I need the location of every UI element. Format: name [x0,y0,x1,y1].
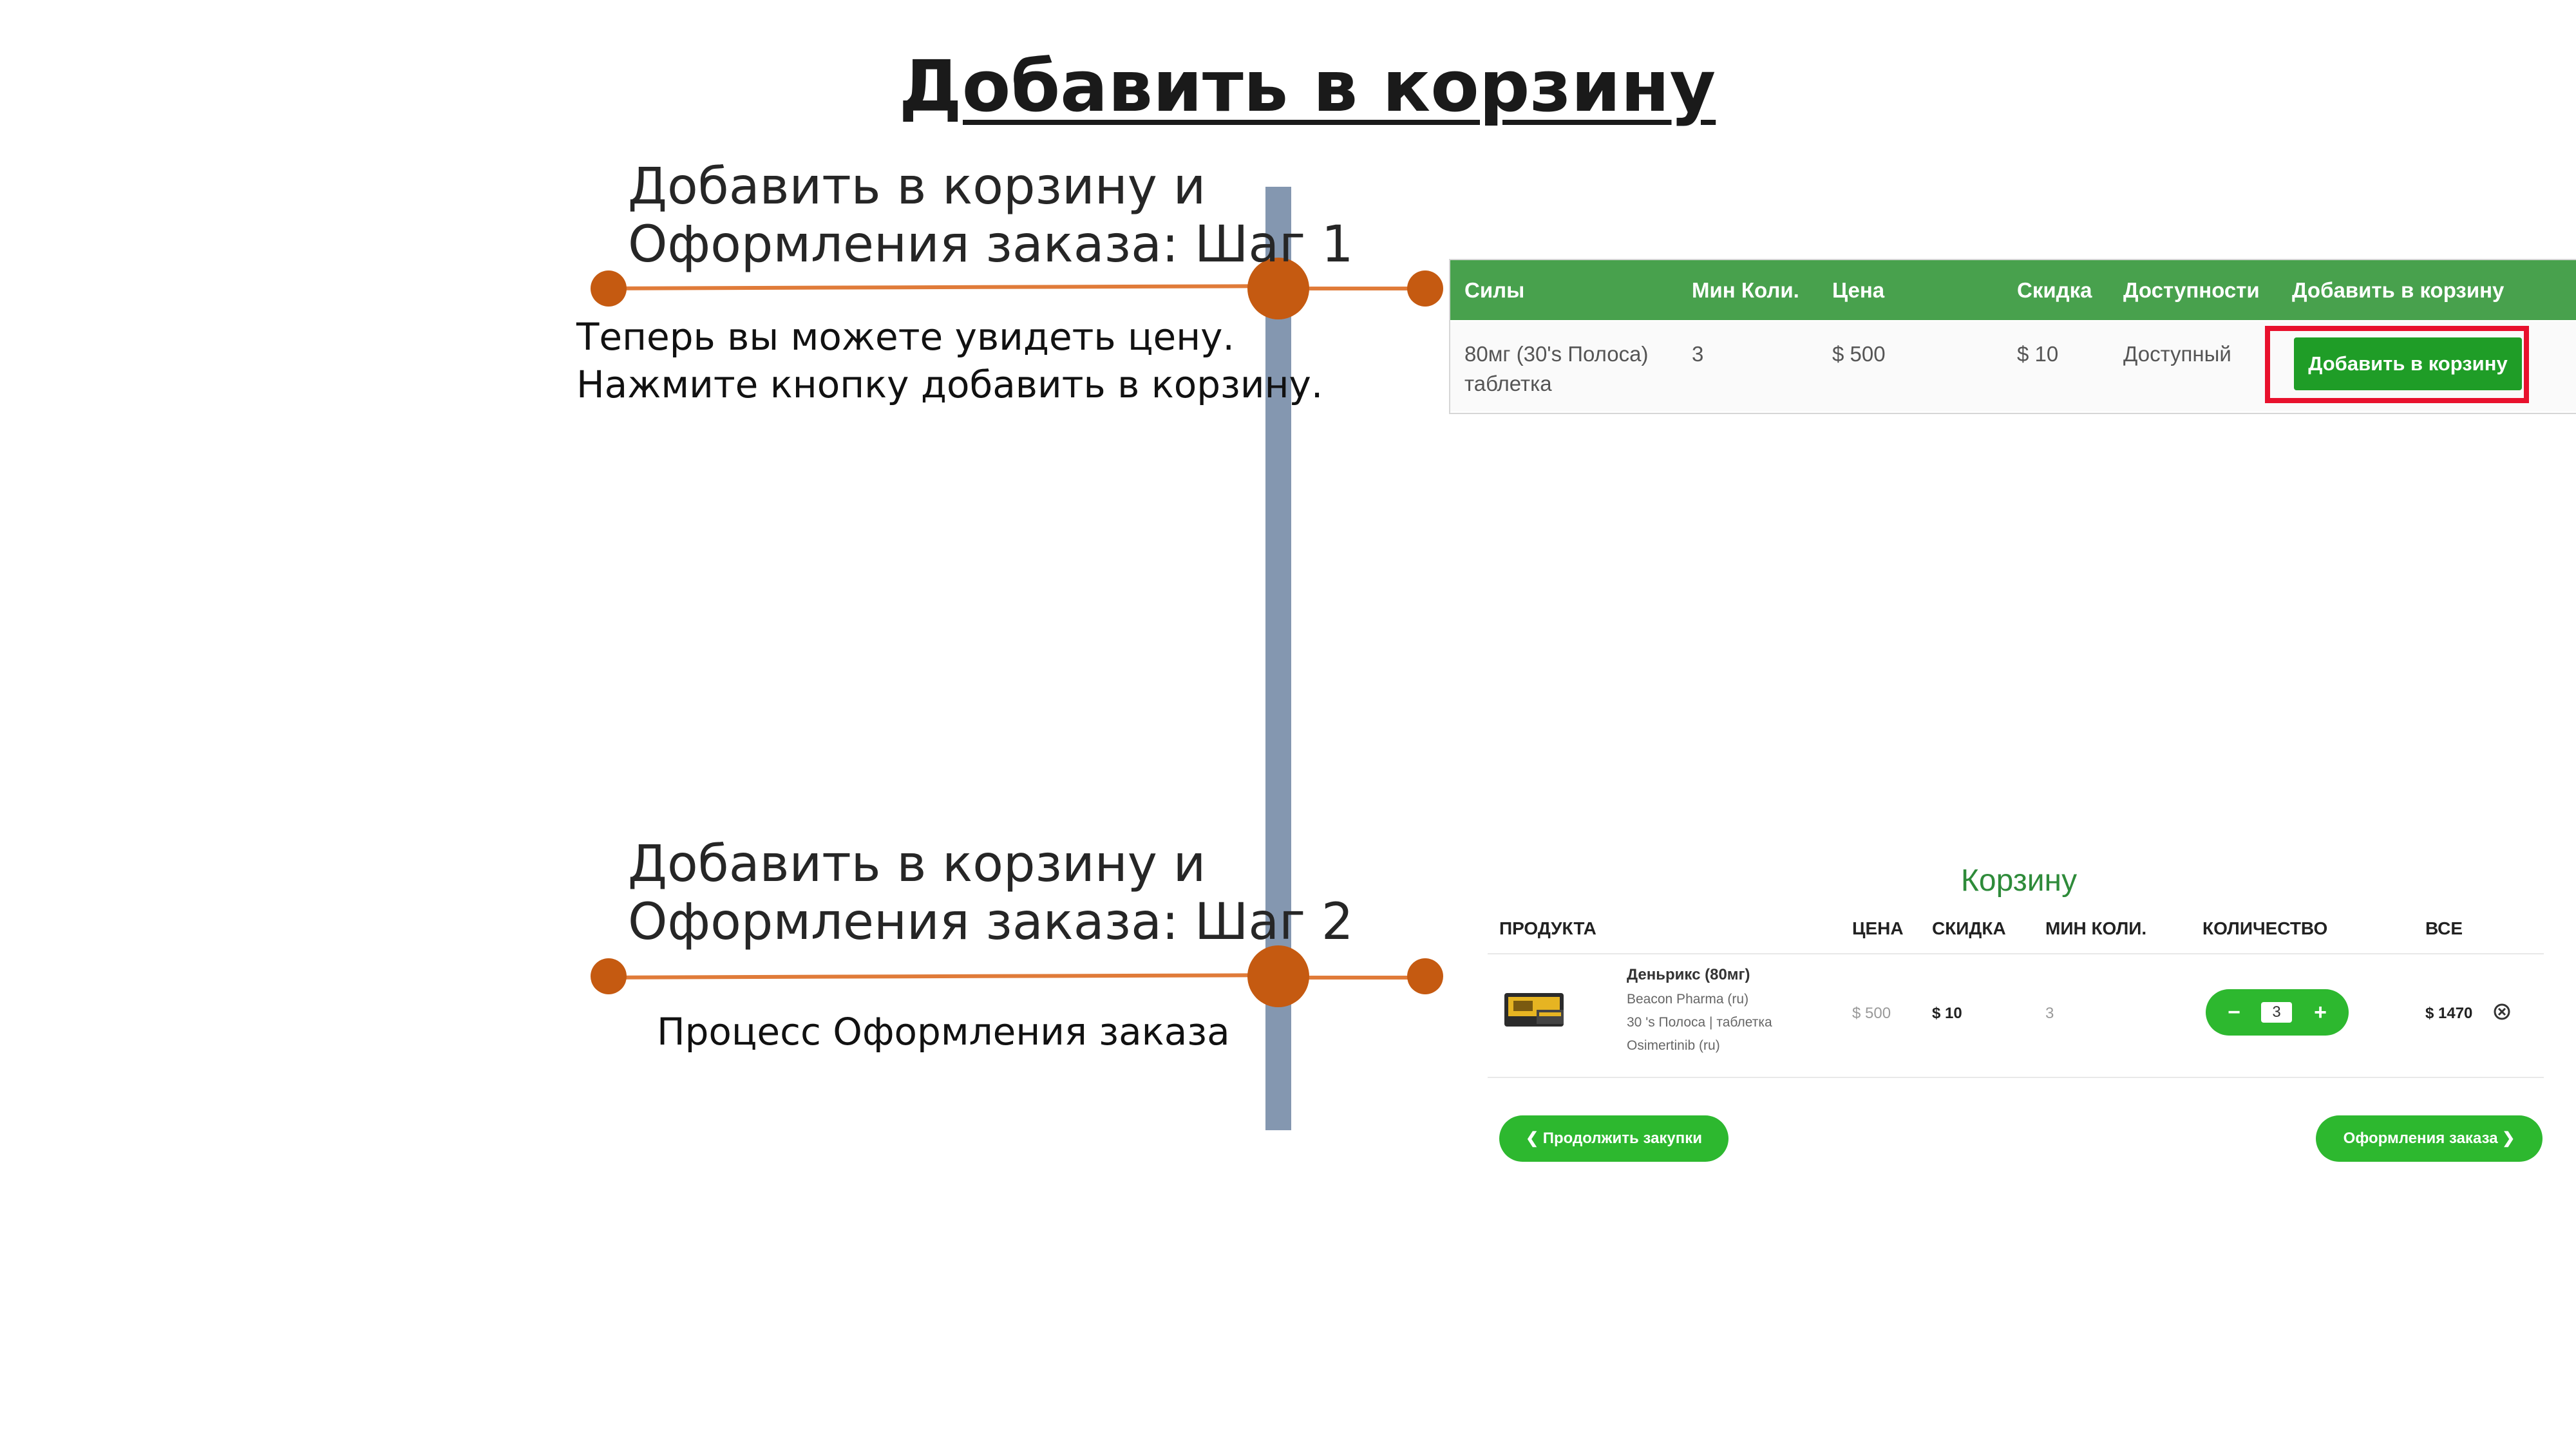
qty-increase-button[interactable]: + [2314,1000,2327,1025]
highlight-box [2265,326,2529,403]
cart-item-pack: 30 's Полоса | таблетка [1627,1015,1772,1030]
strength-line2: таблетка [1464,372,1552,395]
availability-cell: Доступный [2123,342,2231,366]
step1-heading-line1: Добавить в корзину и [628,158,1206,216]
cart-col-price: ЦЕНА [1852,918,1904,938]
quantity-input[interactable] [2261,1002,2292,1023]
col-availability: Доступности [2123,278,2260,302]
col-strength: Силы [1464,278,1525,302]
cart-header-divider [1488,953,2544,954]
continue-shopping-button[interactable]: ❮ Продолжить закупки [1499,1115,1728,1162]
step2-description: Процесс Оформления заказа [657,1010,1230,1054]
product-table: Силы Мин Коли. Цена Скидка Доступности Д… [1449,259,2576,414]
step1-connector-left [608,284,1279,290]
discount-cell: $ 10 [2017,342,2059,366]
col-discount: Скидка [2017,278,2092,302]
step2-heading: Добавить в корзину и Оформления заказа: … [628,835,1354,951]
col-min-qty: Мин Коли. [1692,278,1799,302]
cart-col-product: ПРОДУКТА [1499,918,1596,938]
step2-heading-line1: Добавить в корзину и [628,835,1206,893]
step1-desc-line1: Теперь вы можете увидеть цену. [576,315,1235,359]
slide-title: Добавить в корзину [898,45,1716,128]
cart-col-min-qty: МИН КОЛИ. [2045,918,2147,938]
strength-cell: 80мг (30's Полоса) таблетка [1464,339,1648,399]
step2-timeline-node [1247,945,1309,1007]
checkout-button[interactable]: Оформления заказа ❯ [2316,1115,2543,1162]
step2-connector-left [608,973,1279,980]
step1-desc-line2: Нажмите кнопку добавить в корзину. [576,363,1323,406]
cart-title: Корзину [1960,864,2078,898]
step2-heading-line2: Оформления заказа: Шаг 2 [628,893,1354,951]
cart-item-generic: Osimertinib (ru) [1627,1038,1720,1053]
col-add-to-cart: Добавить в корзину [2292,278,2505,302]
cart-panel: Корзину ПРОДУКТА ЦЕНА СКИДКА МИН КОЛИ. К… [1488,857,2550,1179]
chevron-left-circle-icon: ❮ [1525,1130,1543,1147]
step2-right-node [1407,958,1443,994]
col-price: Цена [1832,278,1885,302]
cart-item-discount: $ 10 [1932,1005,1962,1022]
step1-connector-right [1278,287,1423,290]
qty-decrease-button[interactable]: − [2228,1000,2240,1025]
cart-col-discount: СКИДКА [1932,918,2006,938]
step1-heading: Добавить в корзину и Оформления заказа: … [628,158,1354,274]
step2-connector-right [1278,976,1423,980]
cart-item-name[interactable]: Деньрикс (80мг) [1627,966,1750,983]
cart-item-manufacturer: Beacon Pharma (ru) [1627,992,1749,1007]
step1-heading-line2: Оформления заказа: Шаг 1 [628,216,1354,274]
price-cell: $ 500 [1832,342,1886,366]
checkout-label: Оформления заказа [2343,1130,2498,1147]
cart-col-total: ВСЕ [2425,918,2463,938]
strength-line1: 80мг (30's Полоса) [1464,342,1649,366]
product-image [1504,993,1564,1027]
cart-row-divider [1488,1077,2544,1078]
step1-left-node [591,270,627,307]
step1-right-node [1407,270,1443,307]
cart-col-quantity: КОЛИЧЕСТВО [2202,918,2328,938]
table-row: 80мг (30's Полоса) таблетка 3 $ 500 $ 10… [1450,321,2576,412]
chevron-right-circle-icon: ❯ [2497,1130,2515,1147]
quantity-stepper: − + [2206,989,2349,1036]
product-table-header: Силы Мин Коли. Цена Скидка Доступности Д… [1450,260,2576,320]
cart-item-price: $ 500 [1852,1005,1891,1022]
step1-description: Теперь вы можете увидеть цену. Нажмите к… [576,313,1323,408]
remove-item-icon[interactable] [2492,1002,2512,1021]
step2-left-node [591,958,627,994]
cart-item-min-qty: 3 [2045,1005,2054,1022]
min-qty-cell: 3 [1692,342,1704,366]
cart-item-total: $ 1470 [2425,1005,2473,1022]
continue-shopping-label: Продолжить закупки [1542,1130,1703,1147]
step1-timeline-node [1247,258,1309,319]
add-to-cart-button[interactable]: Добавить в корзину [2294,337,2522,390]
